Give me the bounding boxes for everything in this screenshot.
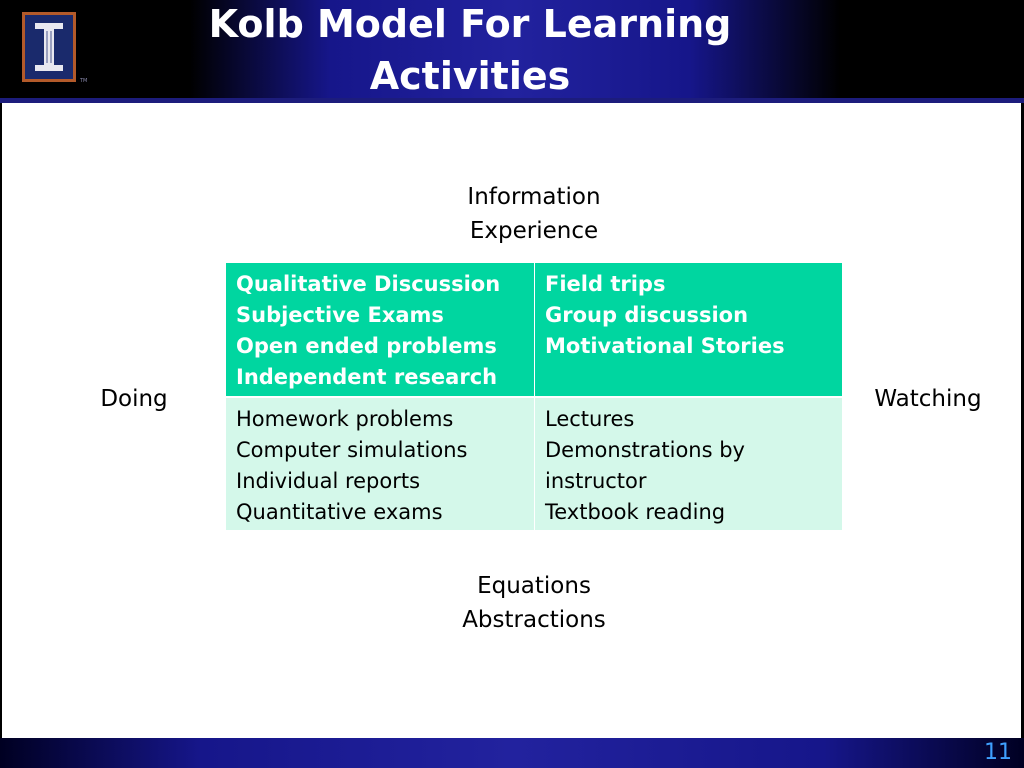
axis-left-label: Doing (100, 386, 168, 412)
quadrant-bottom-right: Lectures Demonstrations by instructor Te… (535, 398, 842, 530)
axis-bottom-line-1: Equations (477, 573, 591, 599)
footer-bar (0, 738, 1024, 768)
quadrant-top-left: Qualitative Discussion Subjective Exams … (226, 263, 534, 396)
quadrant-item: Group discussion (545, 303, 749, 327)
quadrant-item: Homework problems (236, 407, 454, 431)
axis-top-label: Information Experience (384, 180, 684, 248)
axis-bottom-label: Equations Abstractions (384, 569, 684, 637)
header-rule (0, 98, 1024, 103)
axis-right-label: Watching (874, 386, 982, 412)
quadrant-item: Motivational Stories (545, 334, 785, 358)
page-title: Kolb Model For Learning Activities (208, 2, 732, 98)
frame-left-border (0, 103, 2, 738)
quadrant-top-right: Field trips Group discussion Motivationa… (535, 263, 842, 396)
kolb-quadrant-grid: Qualitative Discussion Subjective Exams … (226, 263, 842, 530)
quadrant-bottom-left: Homework problems Computer simulations I… (226, 398, 534, 530)
axis-top-line-1: Information (467, 184, 601, 210)
illinois-block-i-icon (22, 12, 76, 82)
quadrant-item: Individual reports (236, 469, 421, 493)
quadrant-item: Open ended problems (236, 334, 497, 358)
quadrant-item: Subjective Exams (236, 303, 444, 327)
frame-right-border (1021, 103, 1024, 738)
quadrant-item: Qualitative Discussion (236, 272, 501, 296)
quadrant-item: Field trips (545, 272, 666, 296)
quadrant-item: Lectures (545, 407, 635, 431)
header-bar (0, 0, 1024, 98)
quadrant-item: Demonstrations by (545, 438, 745, 462)
quadrant-item: Computer simulations (236, 438, 468, 462)
axis-bottom-line-2: Abstractions (462, 607, 606, 633)
axis-top-line-2: Experience (469, 218, 599, 244)
quadrant-item: Quantitative exams (236, 500, 443, 524)
trademark-mark: TM (80, 78, 88, 84)
page-number: 11 (984, 740, 1012, 765)
quadrant-item: Independent research (236, 365, 498, 389)
quadrant-item: Textbook reading (545, 500, 726, 524)
quadrant-item: instructor (545, 469, 647, 493)
